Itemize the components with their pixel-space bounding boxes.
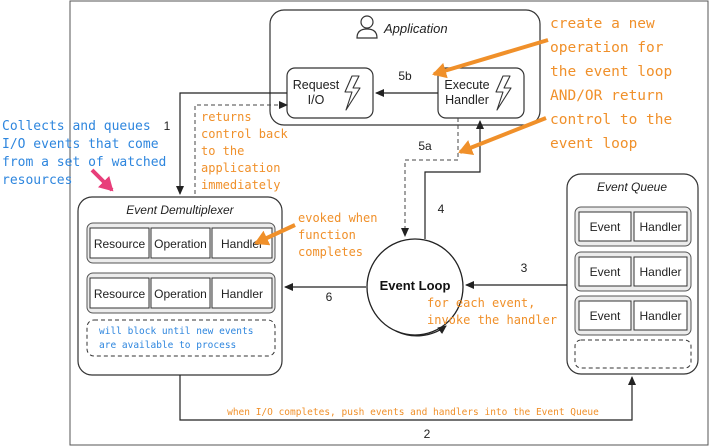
- demux-row-2: Resource Operation Handler: [89, 277, 273, 309]
- evoked-annotation: evoked when function completes: [298, 211, 377, 259]
- cell-box: [578, 300, 632, 331]
- handler-cell: Handler: [639, 265, 681, 279]
- collects-annotation: Collects and queues I/O events that come…: [2, 119, 166, 188]
- cell-box: [633, 256, 688, 287]
- event-loop-circle: Event Loop: [366, 238, 464, 337]
- step-label-2: 2: [424, 427, 431, 441]
- blocking-note-line2: are available to process: [99, 340, 236, 351]
- request-io-label-line1: Request: [293, 78, 340, 92]
- application-box: Application Request I/O Execute Handler …: [269, 9, 541, 126]
- loop-arrow: [395, 325, 447, 337]
- arrow-2: [179, 375, 636, 421]
- arrow-5a: [401, 118, 459, 237]
- event-cell: Event: [590, 220, 621, 234]
- operation-cell: Operation: [154, 287, 207, 301]
- lightning-icon: [344, 75, 361, 111]
- step-label-5a: 5a: [418, 139, 432, 153]
- operation-cell: Operation: [154, 237, 207, 251]
- evoked-line-3: completes: [298, 245, 363, 259]
- collects-line-2: I/O events that come: [2, 137, 159, 152]
- collects-line-3: from a set of watched: [2, 155, 166, 170]
- step-label-6: 6: [326, 290, 333, 304]
- outer-frame: [69, 0, 709, 446]
- queue-row-1: Event Handler: [578, 211, 688, 242]
- arrow-4: [424, 120, 484, 239]
- queue-row-3: Event Handler: [578, 300, 688, 331]
- collects-line-4: resources: [2, 173, 72, 188]
- create-new-pointer-arrow-5b: [432, 38, 549, 79]
- create-new-line-3: the event loop: [550, 64, 672, 80]
- request-io-label-line2: I/O: [308, 93, 325, 107]
- event-queue-title: Event Queue: [597, 180, 667, 194]
- request-io-box: Request I/O: [286, 67, 374, 119]
- queue-empty-slot: [574, 339, 692, 369]
- returns-line-5: immediately: [201, 178, 280, 192]
- collects-line-1: Collects and queues: [2, 119, 151, 134]
- step-label-4: 4: [438, 202, 445, 216]
- handler-cell: Handler: [221, 287, 263, 301]
- cell-box: [150, 227, 211, 259]
- returns-annotation: returns control back to the application …: [201, 110, 288, 192]
- cell-box: [578, 211, 632, 242]
- evoked-line-1: evoked when: [298, 211, 377, 225]
- returns-line-2: control back: [201, 127, 288, 141]
- for-each-annotation: for each event, invoke the handler: [427, 296, 557, 327]
- blocking-note-line1: will block until new events: [99, 326, 253, 337]
- event-cell: Event: [590, 265, 621, 279]
- step-label-3: 3: [521, 261, 528, 275]
- evoked-line-2: function: [298, 228, 356, 242]
- execute-handler-box: Execute Handler: [437, 67, 525, 119]
- push-events-annotation: when I/O completes, push events and hand…: [227, 407, 599, 418]
- returns-line-1: returns: [201, 110, 252, 124]
- step-label-1: 1: [164, 119, 171, 133]
- returns-line-3: to the: [201, 144, 244, 158]
- event-queue-box: Event Queue Event Handler Event Handler …: [566, 173, 699, 375]
- execute-handler-label-line1: Execute: [444, 78, 489, 92]
- create-new-line-5: control to the: [550, 112, 672, 128]
- arrow-1: [176, 92, 287, 195]
- create-new-line-1: create a new: [550, 16, 655, 32]
- for-each-line-1: for each event,: [427, 296, 535, 310]
- handler-cell: Handler: [221, 237, 263, 251]
- returns-line-4: application: [201, 161, 280, 175]
- resource-cell: Resource: [94, 287, 146, 301]
- pink-pointer-arrow: [90, 168, 114, 192]
- blocking-note-box: [86, 319, 276, 357]
- create-new-pointer-arrow-5a: [458, 116, 547, 156]
- handler-cell: Handler: [639, 220, 681, 234]
- execute-handler-label-line2: Handler: [445, 93, 489, 107]
- user-icon: [356, 15, 378, 39]
- queue-row-2: Event Handler: [578, 256, 688, 287]
- for-each-line-2: invoke the handler: [427, 313, 557, 327]
- cell-box: [211, 277, 273, 309]
- handler-cell: Handler: [639, 309, 681, 323]
- demux-row-1: Resource Operation Handler: [89, 227, 273, 259]
- event-loop-label: Event Loop: [380, 278, 451, 293]
- arrow-returns-control: [194, 101, 288, 194]
- create-new-line-2: operation for: [550, 40, 664, 56]
- cell-box: [633, 300, 688, 331]
- event-cell: Event: [590, 309, 621, 323]
- create-new-annotation: create a new operation for the event loo…: [550, 16, 672, 152]
- cell-box: [89, 277, 150, 309]
- evoked-pointer-arrow: [254, 223, 296, 246]
- resource-cell: Resource: [94, 237, 146, 251]
- cell-box: [150, 277, 211, 309]
- event-demultiplexer-box: Event Demultiplexer Resource Operation H…: [77, 196, 283, 376]
- create-new-line-4: AND/OR return: [550, 88, 664, 104]
- demultiplexer-title: Event Demultiplexer: [126, 203, 234, 217]
- lightning-icon: [495, 75, 512, 111]
- cell-box: [578, 256, 632, 287]
- step-label-5b: 5b: [398, 69, 412, 83]
- application-title: Application: [383, 21, 448, 36]
- cell-box: [633, 211, 688, 242]
- cell-box: [89, 227, 150, 259]
- create-new-line-6: event loop: [550, 136, 637, 152]
